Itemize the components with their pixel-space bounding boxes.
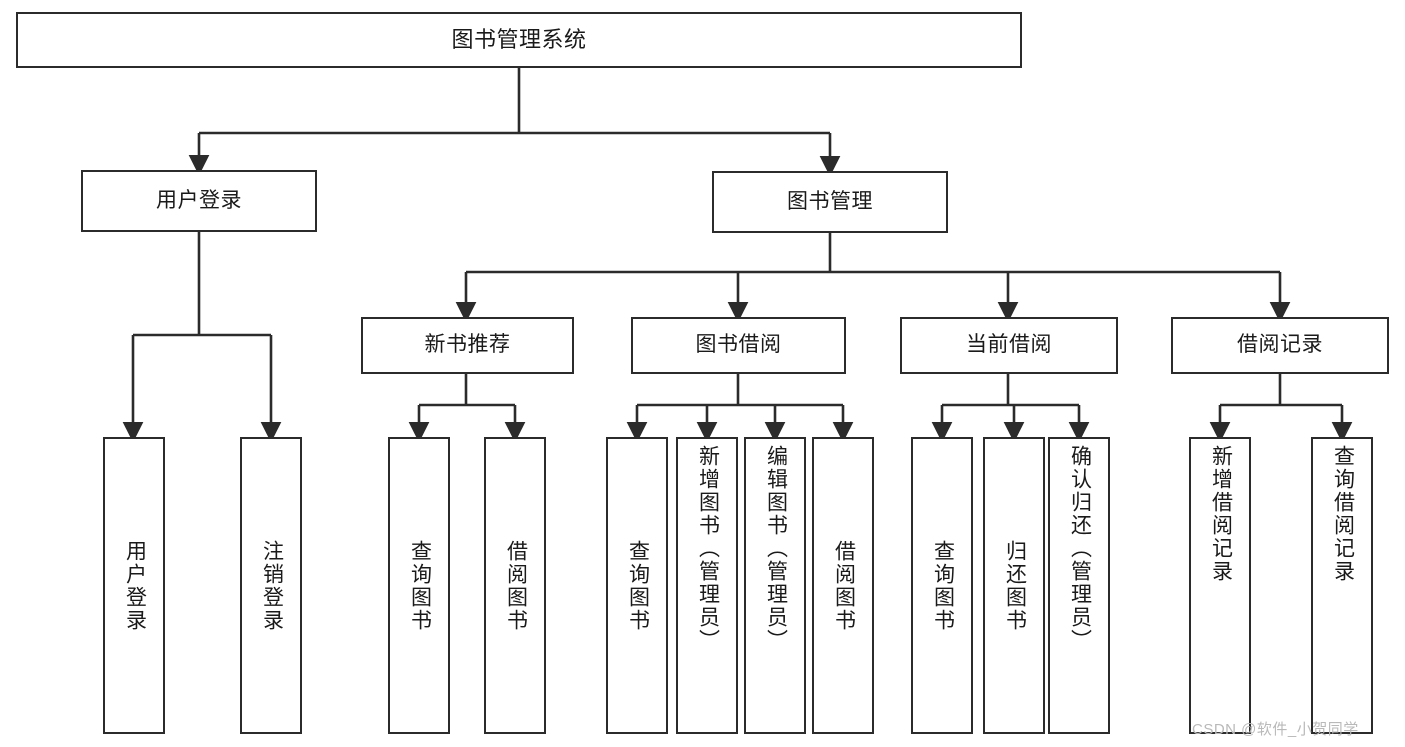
node-leaf[interactable]: 用户登录: [103, 437, 165, 734]
node-leaf[interactable]: 查询图书: [911, 437, 973, 734]
node-leaf-label: 归还图书: [1003, 539, 1027, 632]
node-leaf[interactable]: 归还图书: [983, 437, 1045, 734]
node-leaf-label: 注销登录: [260, 539, 284, 632]
node-root-label: 图书管理系统: [451, 27, 587, 53]
node-level3-label: 新书推荐: [424, 333, 511, 357]
node-root[interactable]: 图书管理系统: [16, 12, 1022, 68]
node-leaf[interactable]: 查询图书: [606, 437, 668, 734]
node-level3-label: 图书借阅: [695, 333, 782, 357]
node-leaf[interactable]: 确认归还（管理员）: [1048, 437, 1110, 734]
node-leaf-label: 查询图书: [408, 539, 432, 632]
node-leaf-label: 查询借阅记录: [1331, 445, 1355, 583]
node-leaf-label: 确认归还（管理员）: [1068, 445, 1092, 652]
node-level2[interactable]: 图书管理: [712, 171, 948, 233]
node-level3-label: 借阅记录: [1237, 333, 1323, 357]
node-leaf[interactable]: 新增图书（管理员）: [676, 437, 738, 734]
watermark: CSDN @软件_小贺同学: [1192, 721, 1359, 738]
node-leaf[interactable]: 借阅图书: [812, 437, 874, 734]
node-level2-label: 用户登录: [156, 188, 242, 212]
node-level3[interactable]: 借阅记录: [1171, 317, 1389, 374]
node-leaf-label: 新增借阅记录: [1209, 445, 1233, 583]
node-leaf-label: 用户登录: [123, 539, 147, 632]
node-leaf[interactable]: 查询借阅记录: [1311, 437, 1373, 734]
node-level3-label: 当前借阅: [966, 333, 1052, 357]
node-leaf[interactable]: 查询图书: [388, 437, 450, 734]
node-level3[interactable]: 图书借阅: [631, 317, 846, 374]
node-leaf[interactable]: 新增借阅记录: [1189, 437, 1251, 734]
node-leaf-label: 借阅图书: [504, 539, 528, 632]
node-leaf-label: 新增图书（管理员）: [696, 445, 720, 652]
node-leaf[interactable]: 注销登录: [240, 437, 302, 734]
node-leaf-label: 借阅图书: [832, 539, 856, 632]
node-leaf[interactable]: 编辑图书（管理员）: [744, 437, 806, 734]
node-level2[interactable]: 用户登录: [81, 170, 317, 232]
node-level2-label: 图书管理: [787, 189, 873, 213]
node-leaf-label: 查询图书: [626, 539, 650, 632]
node-leaf-label: 编辑图书（管理员）: [764, 445, 788, 652]
node-level3[interactable]: 当前借阅: [900, 317, 1118, 374]
node-leaf-label: 查询图书: [931, 539, 955, 632]
node-leaf[interactable]: 借阅图书: [484, 437, 546, 734]
node-level3[interactable]: 新书推荐: [361, 317, 574, 374]
